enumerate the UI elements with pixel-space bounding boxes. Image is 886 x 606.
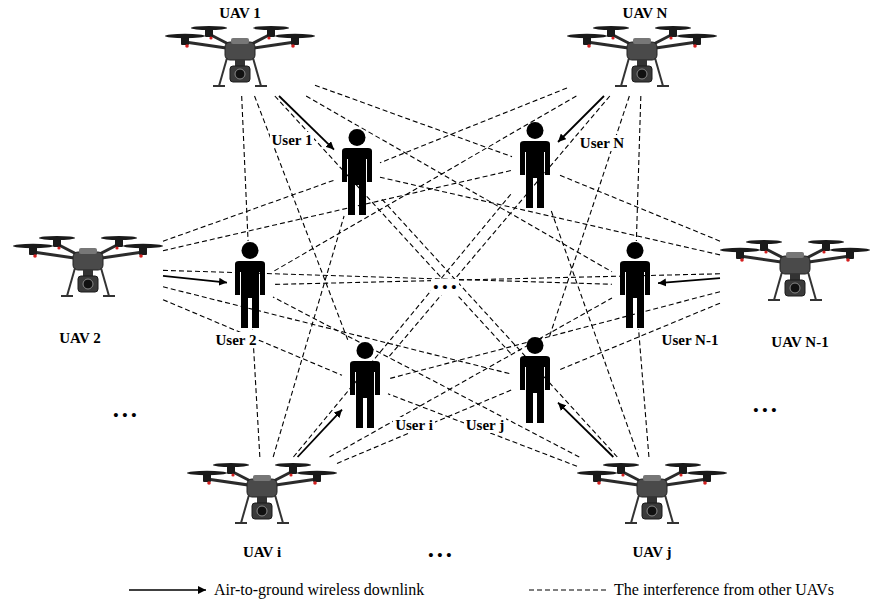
downlink-arrow [558,403,613,457]
user-label: User 2 [214,332,259,349]
user-node: User 2 [227,241,273,329]
interference-line [293,193,512,457]
interference-line [388,292,720,379]
uav-node: UAV j [577,457,727,533]
uav-label: UAV i [241,544,283,561]
ellipsis-mark: • • • [111,407,138,424]
user-node: User i [342,341,388,429]
interference-line [273,216,344,457]
uav-node: UAV 1 [165,20,315,96]
interference-line [636,96,640,241]
interference-line [380,177,720,255]
user-label: User i [393,417,435,434]
interference-line [550,96,630,336]
drone-icon [577,457,727,533]
legend-arrow-sample [128,583,208,597]
interference-line [558,174,720,241]
ellipsis-mark: • • • [426,547,453,564]
interference-line [388,394,577,466]
user-node: User j [512,336,558,424]
drone-icon [720,234,870,310]
uav-node: UAV N [567,20,717,96]
interference-line [306,96,612,272]
interference-line [315,85,512,156]
legend-entry: Air-to-ground wireless downlink [128,581,424,599]
user-icon [334,128,380,216]
interference-line [388,96,610,358]
user-node: User 1 [334,128,380,216]
drone-icon [567,20,717,96]
user-icon [342,341,388,429]
user-label: User 1 [270,132,315,149]
user-node: User N [512,121,558,209]
uav-node: UAV N-1 [720,234,870,310]
user-label: User N-1 [660,332,721,349]
interference-line [337,390,512,464]
user-icon [512,121,558,209]
legend-entry: The interference from other UAVs [528,581,834,599]
interference-line [273,96,576,272]
user-node: User N-1 [612,241,658,329]
downlink-arrow [163,276,227,283]
user-icon [612,241,658,329]
user-icon [227,241,273,329]
interference-line [639,329,649,457]
user-label: User j [464,417,506,434]
ellipsis-mark: • • • [431,279,458,296]
drone-icon [165,20,315,96]
uav-label: UAV j [630,544,673,561]
legend-text: The interference from other UAVs [614,581,834,599]
downlink-arrow [298,410,342,457]
interference-line [329,298,612,457]
uav-label: UAV N-1 [769,334,830,351]
interference-line [273,274,720,285]
interference-line [255,96,349,341]
interference-line [163,180,334,241]
drone-icon [187,457,337,533]
uav-node: UAV 2 [13,230,163,306]
user-label: User N [578,135,626,152]
interference-line [551,209,639,457]
uav-label: UAV 1 [217,5,263,22]
uav-label: UAV N [621,5,670,22]
ellipsis-mark: • • • [751,402,778,419]
legend-dashed-sample [528,583,608,597]
interference-line [242,96,248,241]
downlink-arrow [658,278,720,283]
drone-icon [13,230,163,306]
legend-text: Air-to-ground wireless downlink [214,581,424,599]
interference-line [380,197,617,457]
uav-node: UAV i [187,457,337,533]
uav-label: UAV 2 [57,330,103,347]
user-icon [512,336,558,424]
interference-line [273,297,579,457]
